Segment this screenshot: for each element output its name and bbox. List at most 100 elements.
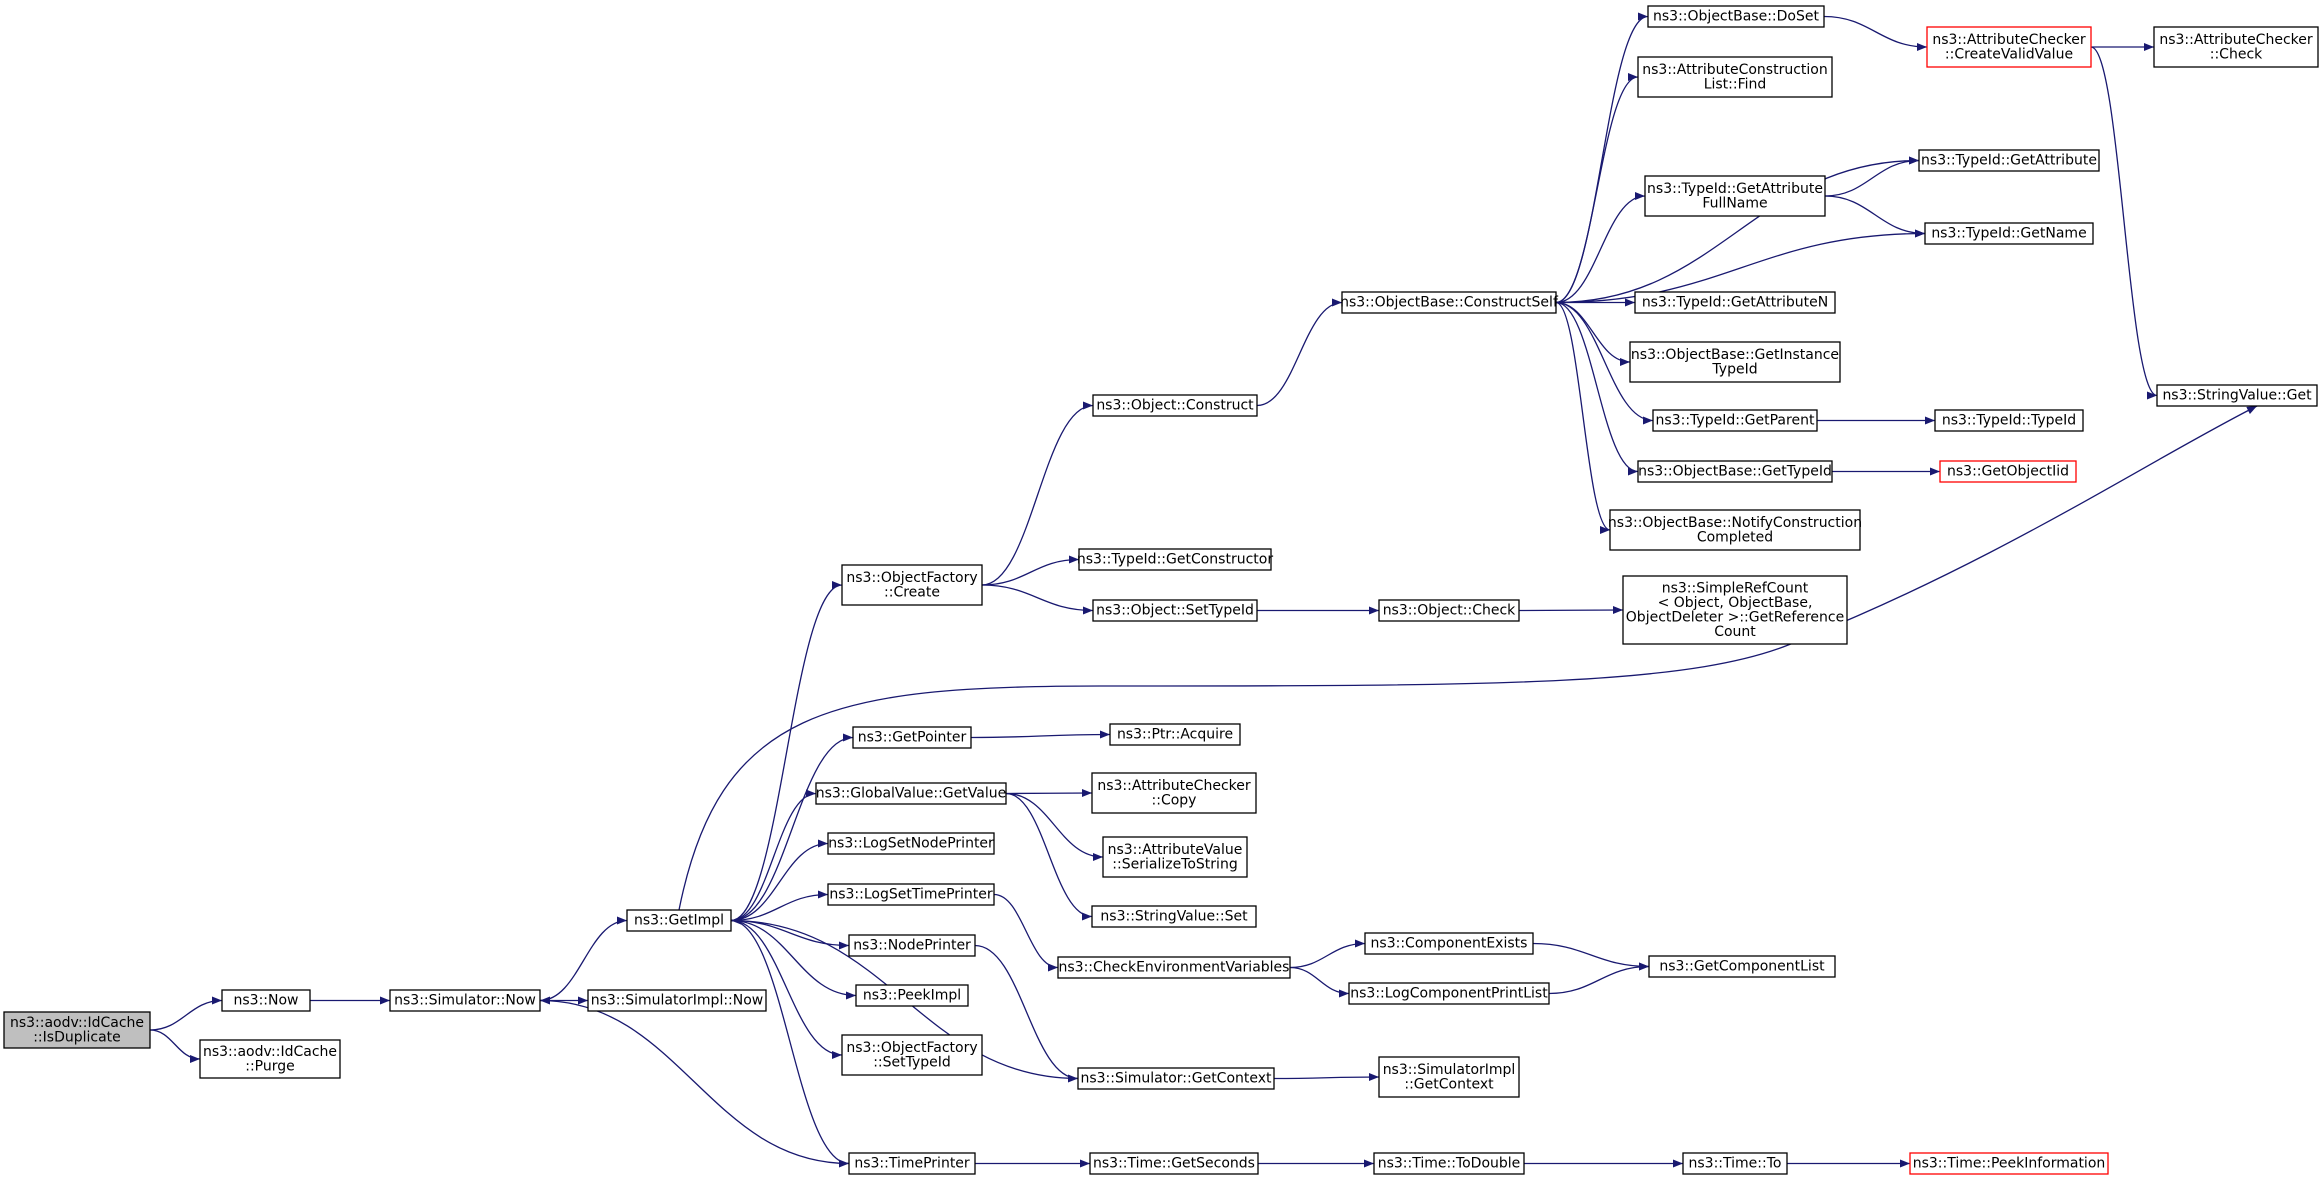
node-peekinfo[interactable]: ns3::Time::PeekInformation <box>1909 1152 2109 1175</box>
node-notifycc-label-0: ns3::ObjectBase::NotifyConstruction <box>1608 515 1862 531</box>
node-simimplnow-label-0: ns3::SimulatorImpl::Now <box>591 993 764 1009</box>
node-simnow[interactable]: ns3::Simulator::Now <box>389 989 541 1012</box>
node-logtime-label-0: ns3::LogSetTimePrinter <box>829 887 993 903</box>
edge-getimpl-to-gvgetvalue <box>730 789 817 922</box>
node-objcheck[interactable]: ns3::Object::Check <box>1378 599 1520 622</box>
node-accopy[interactable]: ns3::AttributeChecker::Copy <box>1091 772 1257 814</box>
node-purge-label-0: ns3::aodv::IdCache <box>203 1044 337 1060</box>
node-simnow-box <box>389 989 541 1012</box>
node-logtime[interactable]: ns3::LogSetTimePrinter <box>827 883 995 906</box>
node-svset-box <box>1091 905 1257 928</box>
node-now-label-0: ns3::Now <box>234 993 299 1009</box>
node-obgettypeid-box <box>1637 460 1833 483</box>
node-compexists[interactable]: ns3::ComponentExists <box>1364 932 1534 955</box>
node-ofsettypeid[interactable]: ns3::ObjectFactory::SetTypeId <box>841 1034 983 1076</box>
node-checkenv[interactable]: ns3::CheckEnvironmentVariables <box>1057 956 1291 979</box>
node-logcompprint-label-0: ns3::LogComponentPrintList <box>1350 986 1548 1002</box>
node-objconstruct[interactable]: ns3::Object::Construct <box>1092 394 1258 417</box>
node-getimpl[interactable]: ns3::GetImpl <box>626 909 732 932</box>
node-gvgetvalue[interactable]: ns3::GlobalValue::GetValue <box>815 782 1007 805</box>
node-getconstructor-label-0: ns3::TypeId::GetConstructor <box>1077 552 1273 568</box>
node-ofcreate-label-1: ::Create <box>884 584 940 600</box>
node-getobjectiid[interactable]: ns3::GetObjectIid <box>1939 460 2077 483</box>
node-aclfind-label-0: ns3::AttributeConstruction <box>1642 62 1827 78</box>
node-simimplgetctx-label-1: ::GetContext <box>1404 1076 1494 1092</box>
edge-objconstruct-to-constructself <box>1256 298 1343 407</box>
node-peekimpl-label-0: ns3::PeekImpl <box>863 988 961 1004</box>
node-tigetname[interactable]: ns3::TypeId::GetName <box>1924 222 2094 245</box>
edge-nodeprinter-to-simgetctx <box>974 944 1079 1083</box>
node-simplerefcount-label-1: < Object, ObjectBase, <box>1658 595 1813 611</box>
node-purge[interactable]: ns3::aodv::IdCache::Purge <box>199 1039 341 1079</box>
node-getimpl-label-0: ns3::GetImpl <box>634 913 724 929</box>
node-getinstancetypeid-label-1: TypeId <box>1711 361 1757 377</box>
node-peekimpl-box <box>855 984 969 1007</box>
node-getobjectiid-box <box>1939 460 2077 483</box>
node-checkenv-box <box>1057 956 1291 979</box>
node-titypeid[interactable]: ns3::TypeId::TypeId <box>1934 409 2084 432</box>
node-getparent[interactable]: ns3::TypeId::GetParent <box>1652 409 1818 432</box>
node-tigetattribute[interactable]: ns3::TypeId::GetAttribute <box>1918 149 2100 172</box>
node-simgetctx[interactable]: ns3::Simulator::GetContext <box>1077 1067 1275 1090</box>
edge-constructself-to-getattrfullname <box>1555 192 1646 304</box>
node-nodeprinter[interactable]: ns3::NodePrinter <box>848 934 976 957</box>
node-accreatevalid-label-0: ns3::AttributeChecker <box>1932 32 2086 48</box>
edge-constructself-to-getparent <box>1555 301 1654 425</box>
edge-getimpl-to-ofcreate <box>730 581 843 922</box>
node-avserialize[interactable]: ns3::AttributeValue::SerializeToString <box>1102 836 1248 878</box>
node-simplerefcount-label-3: Count <box>1714 624 1756 640</box>
edge-getimpl-to-logtime <box>730 890 829 922</box>
node-getcomplist[interactable]: ns3::GetComponentList <box>1648 955 1836 978</box>
node-getconstructor-box <box>1078 548 1272 571</box>
node-logcompprint[interactable]: ns3::LogComponentPrintList <box>1348 982 1550 1005</box>
edge-ofcreate-to-objsettypeid <box>981 584 1094 615</box>
node-constructself[interactable]: ns3::ObjectBase::ConstructSelf <box>1340 291 1559 314</box>
node-gvgetvalue-box <box>815 782 1007 805</box>
node-getpointer[interactable]: ns3::GetPointer <box>852 726 972 749</box>
node-simplerefcount-box <box>1622 575 1848 645</box>
node-timeto[interactable]: ns3::Time::To <box>1682 1152 1788 1175</box>
edge-gvgetvalue-to-avserialize <box>1005 792 1104 861</box>
node-simimplgetctx[interactable]: ns3::SimulatorImpl::GetContext <box>1378 1056 1520 1098</box>
node-getpointer-box <box>852 726 972 749</box>
node-simplerefcount-label-0: ns3::SimpleRefCount <box>1662 580 1809 596</box>
node-lognode[interactable]: ns3::LogSetNodePrinter <box>827 832 995 855</box>
node-timetodouble-box <box>1373 1152 1525 1175</box>
node-getobjectiid-label-0: ns3::GetObjectIid <box>1947 464 2069 480</box>
node-simimplnow[interactable]: ns3::SimulatorImpl::Now <box>587 989 767 1012</box>
node-getconstructor[interactable]: ns3::TypeId::GetConstructor <box>1077 548 1273 571</box>
node-svget[interactable]: ns3::StringValue::Get <box>2156 384 2318 407</box>
node-getattributen[interactable]: ns3::TypeId::GetAttributeN <box>1634 291 1836 314</box>
node-getimpl-box <box>626 909 732 932</box>
node-timetodouble[interactable]: ns3::Time::ToDouble <box>1373 1152 1525 1175</box>
node-objsettypeid-box <box>1092 599 1258 622</box>
node-accopy-box <box>1091 772 1257 814</box>
node-ofcreate[interactable]: ns3::ObjectFactory::Create <box>841 564 983 606</box>
node-isdup[interactable]: ns3::aodv::IdCache::IsDuplicate <box>3 1011 151 1049</box>
node-isdup-box <box>3 1011 151 1049</box>
node-ptracquire[interactable]: ns3::Ptr::Acquire <box>1109 723 1241 746</box>
node-simplerefcount[interactable]: ns3::SimpleRefCount< Object, ObjectBase,… <box>1622 575 1848 645</box>
node-simimplnow-box <box>587 989 767 1012</box>
node-svset-label-0: ns3::StringValue::Set <box>1100 909 1248 925</box>
node-accreatevalid[interactable]: ns3::AttributeChecker::CreateValidValue <box>1926 26 2092 68</box>
node-timeprinter[interactable]: ns3::TimePrinter <box>848 1152 976 1175</box>
node-objsettypeid[interactable]: ns3::Object::SetTypeId <box>1092 599 1258 622</box>
node-objcheck-label-0: ns3::Object::Check <box>1383 603 1516 619</box>
node-doset[interactable]: ns3::ObjectBase::DoSet <box>1647 5 1825 28</box>
node-timegetsec[interactable]: ns3::Time::GetSeconds <box>1089 1152 1259 1175</box>
node-svset[interactable]: ns3::StringValue::Set <box>1091 905 1257 928</box>
edge-constructself-to-notifycc <box>1555 301 1611 534</box>
node-timegetsec-box <box>1089 1152 1259 1175</box>
node-now[interactable]: ns3::Now <box>221 989 311 1012</box>
node-simplerefcount-label-2: ObjectDeleter >::GetReference <box>1626 609 1844 625</box>
node-obgettypeid[interactable]: ns3::ObjectBase::GetTypeId <box>1637 460 1833 483</box>
edge-getpointer-to-ptracquire <box>970 730 1111 739</box>
node-accheck[interactable]: ns3::AttributeChecker::Check <box>2153 26 2319 68</box>
node-notifycc[interactable]: ns3::ObjectBase::NotifyConstructionCompl… <box>1608 509 1862 551</box>
node-peekimpl[interactable]: ns3::PeekImpl <box>855 984 969 1007</box>
node-avserialize-label-1: ::SerializeToString <box>1112 856 1237 872</box>
